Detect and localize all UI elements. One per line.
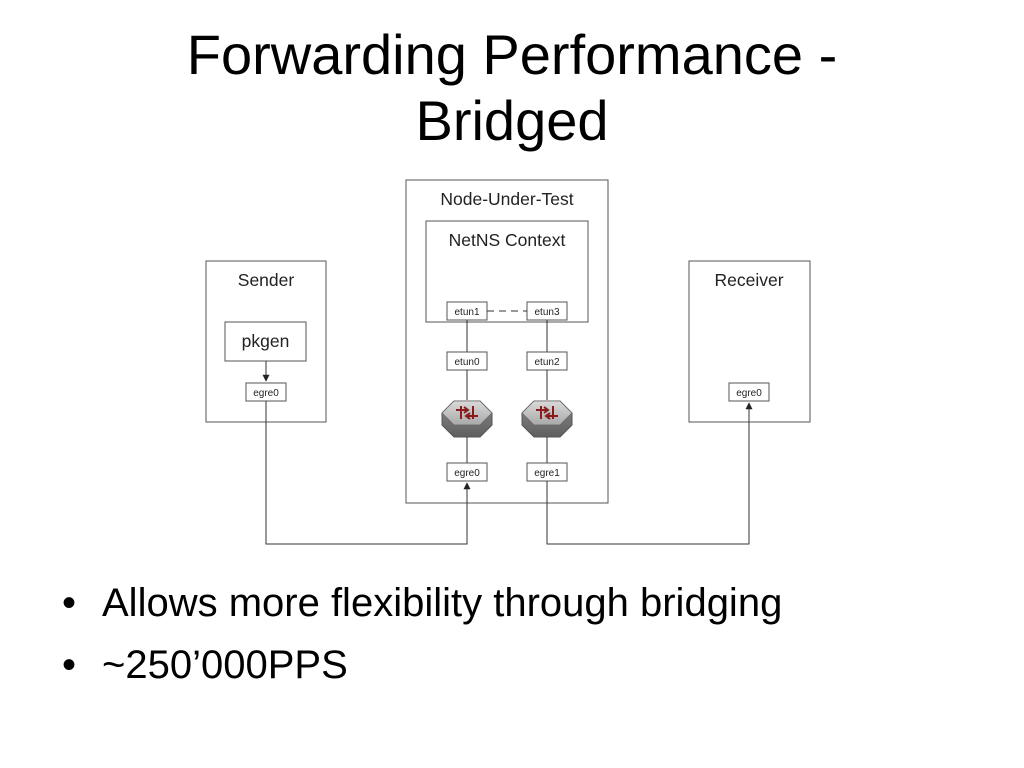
etun0-label: etun0 [454,357,479,368]
bullet-marker: • [62,581,77,625]
bullet-item: • Allows more flexibility through bridgi… [62,572,782,634]
node-under-test: Node-Under-Test NetNS Context etun1 etun… [405,179,609,504]
etun3-label: etun3 [534,307,559,318]
sender-label: Sender [238,270,295,290]
receiver-label: Receiver [714,270,783,290]
switch-icon [441,400,493,438]
switch-icon [521,400,573,438]
etun2-label: etun2 [534,357,559,368]
bullet-item: • ~250’000PPS [62,634,782,696]
bullet-list: • Allows more flexibility through bridgi… [62,572,782,696]
sender-host: Sender pkgen egre0 [205,260,327,423]
netns-label: NetNS Context [449,230,566,250]
title-line-1: Forwarding Performance - [186,23,838,86]
title-line-2: Bridged [415,89,609,152]
pkgen-label: pkgen [242,331,290,351]
tunnel-link-sender [265,401,471,545]
receiver-egre0-label: egre0 [736,388,762,399]
receiver-host: Receiver egre0 [688,260,811,423]
sender-egre0-label: egre0 [253,388,279,399]
bullet-text: Allows more flexibility through bridging [102,581,783,625]
node-egre0-label: egre0 [454,468,480,479]
bullet-marker: • [62,643,77,687]
node-egre1-label: egre1 [534,468,560,479]
bullet-text: ~250’000PPS [102,643,348,687]
node-label: Node-Under-Test [440,189,573,209]
tunnel-link-receiver [546,402,753,545]
slide-title: Forwarding Performance - Bridged [0,22,1024,154]
etun1-label: etun1 [454,307,479,318]
